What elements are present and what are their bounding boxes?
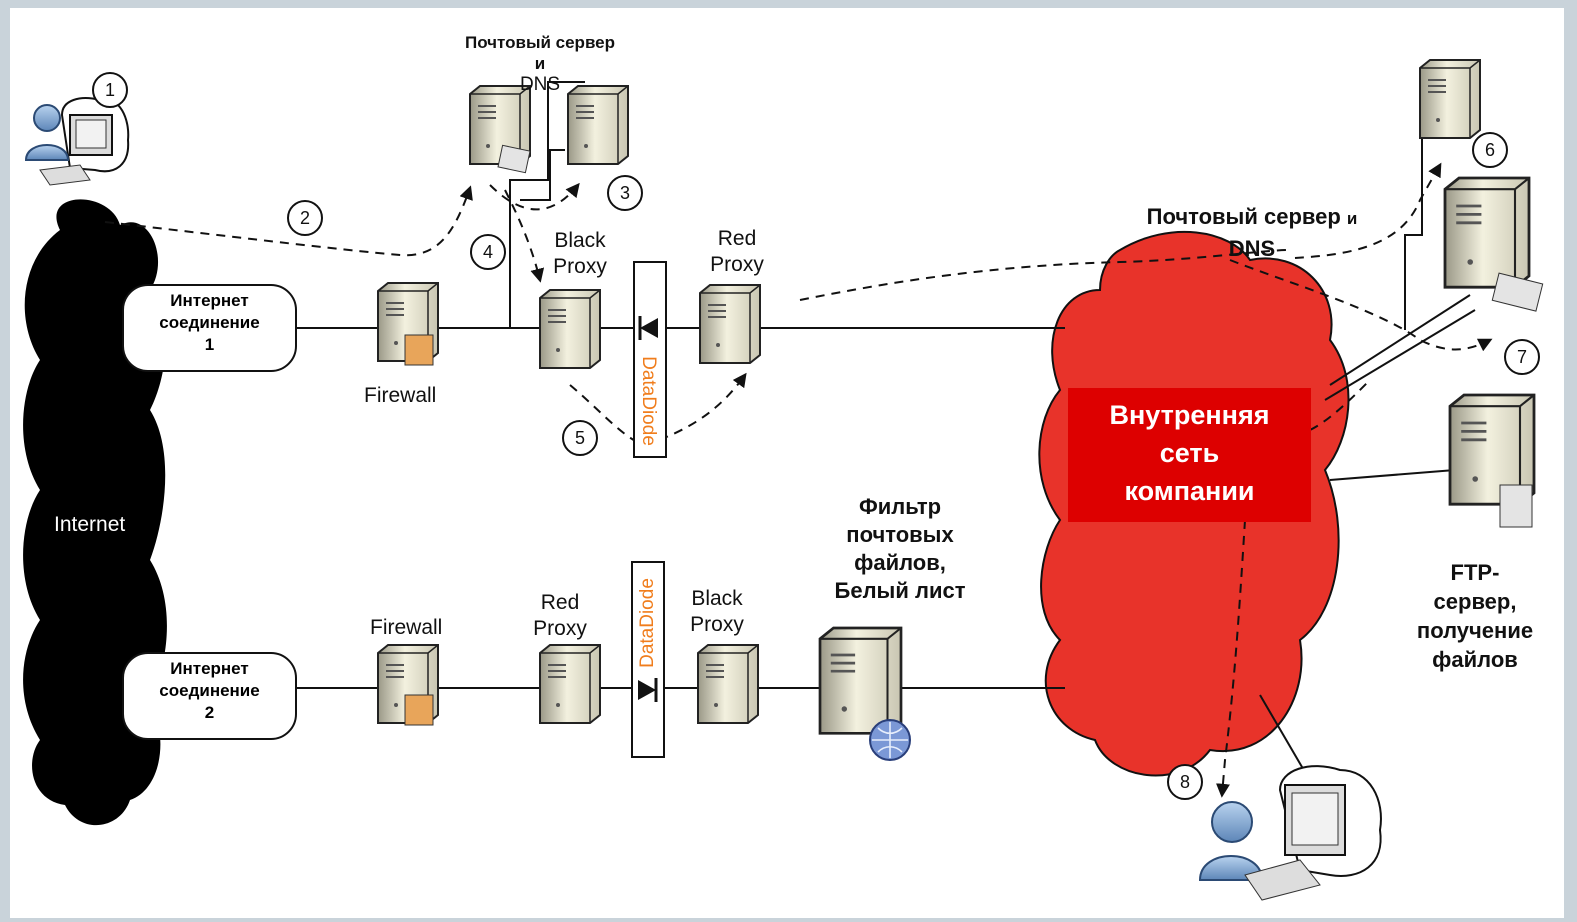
black-proxy-1-line1: Black [554, 229, 606, 252]
ftp-line3: получение [1416, 618, 1534, 643]
top-mail-title: Почтовый сервер и DNS [430, 32, 650, 95]
step-4: 4 [483, 242, 493, 262]
top-mail-title-line2: и [534, 54, 546, 73]
red-proxy-1-label: Red Proxy [697, 226, 777, 278]
connection-2-line1: Интернет [170, 659, 249, 678]
internet-label: Internet [54, 513, 126, 536]
red-proxy-1-line2: Proxy [710, 253, 764, 276]
red-proxy-server-1 [699, 284, 761, 364]
step-6: 6 [1485, 140, 1495, 160]
step-1: 1 [105, 80, 115, 100]
data-diode-2-label: DataDiode [636, 578, 658, 668]
black-proxy-2-label: Black Proxy [677, 586, 757, 638]
connection-2-line3: 2 [204, 703, 215, 722]
red-proxy-server-2 [539, 644, 601, 724]
step-3: 3 [620, 183, 630, 203]
server-6 [1419, 59, 1481, 139]
black-proxy-2-line2: Proxy [690, 613, 744, 636]
data-diode-1-label: DataDiode [637, 356, 659, 446]
internal-network-line1: Внутренняя [1109, 400, 1270, 430]
black-proxy-server-2 [697, 644, 759, 724]
data-diode-1 [633, 261, 667, 458]
mail-server-right [1443, 176, 1531, 289]
step-8: 8 [1180, 772, 1190, 792]
step-8-circle [1167, 764, 1203, 800]
step-2: 2 [300, 208, 310, 228]
internal-network-line2: сеть [1159, 438, 1220, 468]
dns-server-top [567, 85, 629, 165]
connection-1-line3: 1 [204, 335, 215, 354]
black-proxy-1-label: Black Proxy [540, 228, 620, 280]
step-2-circle [287, 200, 323, 236]
user-workstation-2 [1198, 765, 1382, 901]
filter-server [818, 626, 903, 735]
firewall-2-label: Firewall [370, 616, 443, 639]
step-3-circle [607, 175, 643, 211]
user-workstation-1 [24, 97, 130, 186]
right-mail-line2: DNS [1228, 236, 1276, 261]
top-mail-title-line3: DNS [519, 74, 561, 95]
red-proxy-2-line1: Red [540, 591, 580, 614]
step-4-circle [470, 234, 506, 270]
connection-1-bubble: Интернет соединение 1 [122, 284, 297, 372]
top-mail-title-line1: Почтовый сервер [464, 33, 616, 52]
filter-line2: почтовых [846, 522, 954, 547]
red-proxy-1-line1: Red [717, 227, 757, 250]
red-proxy-2-line2: Proxy [533, 617, 587, 640]
step-7-circle [1504, 339, 1540, 375]
step-5: 5 [575, 428, 585, 448]
firewall-1-label: Firewall [364, 384, 437, 407]
step-7: 7 [1517, 347, 1527, 367]
connection-1-line1: Интернет [170, 291, 249, 310]
step-5-circle [562, 420, 598, 456]
internal-network-line3: компании [1124, 476, 1255, 506]
connection-1-line2: соединение [159, 313, 260, 332]
step-1-circle [92, 72, 128, 108]
filter-label: Фильтр почтовых файлов, Белый лист [810, 493, 990, 605]
black-proxy-server-1 [539, 289, 601, 369]
right-mail-line1b: и [1346, 209, 1358, 228]
ftp-label: FTP- сервер, получение файлов [1395, 558, 1555, 674]
red-proxy-2-label: Red Proxy [520, 590, 600, 642]
ftp-line4: файлов [1432, 647, 1518, 672]
connection-2-bubble: Интернет соединение 2 [122, 652, 297, 740]
ftp-line1: FTP- [1450, 560, 1500, 585]
data-diode-2 [631, 561, 665, 758]
connection-2-line2: соединение [159, 681, 260, 700]
filter-line4: Белый лист [834, 578, 966, 603]
filter-line3: файлов, [854, 550, 946, 575]
right-mail-line1a: Почтовый сервер [1146, 204, 1341, 229]
ftp-line2: сервер, [1433, 589, 1517, 614]
internal-network-label: Внутренняя сеть компании [1068, 388, 1311, 522]
right-mail-label: Почтовый сервер и DNS [1112, 202, 1392, 264]
filter-line1: Фильтр [858, 494, 942, 519]
step-6-circle [1472, 132, 1508, 168]
black-proxy-1-line2: Proxy [553, 255, 607, 278]
black-proxy-2-line1: Black [691, 587, 743, 610]
